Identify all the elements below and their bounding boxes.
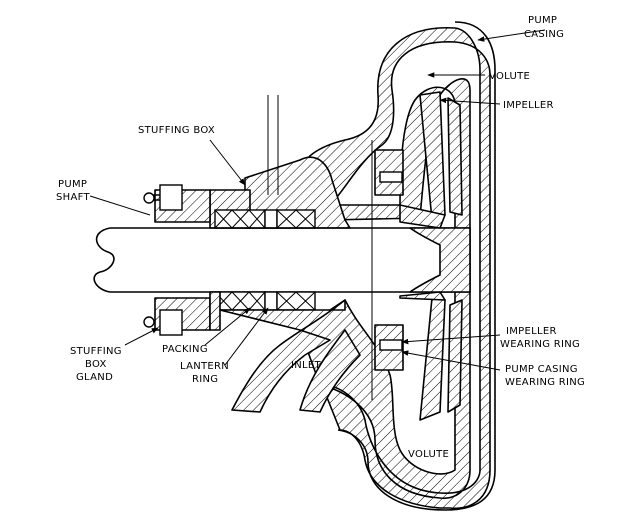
label-stuffing-box-gland-2: BOX bbox=[85, 359, 107, 370]
gland-bolts bbox=[143, 184, 183, 336]
leader-stuffing-box-gland bbox=[124, 327, 159, 346]
inlet-nozzle-lower bbox=[299, 329, 361, 413]
label-lantern-ring-1: LANTERN bbox=[180, 361, 229, 372]
label-packing: PACKING bbox=[162, 344, 208, 355]
label-stuffing-box: STUFFING BOX bbox=[138, 125, 215, 136]
label-stuffing-box-gland-3: GLAND bbox=[76, 372, 113, 383]
leader-pump-casing-wearing-ring bbox=[401, 350, 501, 371]
leader-impeller-wearing-ring bbox=[401, 334, 501, 345]
lower-packing bbox=[214, 291, 316, 311]
label-pump-casing-wearing-ring-1: PUMP CASING bbox=[505, 364, 578, 375]
label-inlet: INLET bbox=[291, 360, 322, 371]
label-lantern-ring-2: RING bbox=[192, 374, 218, 385]
label-volute-bottom: VOLUTE bbox=[408, 449, 449, 460]
leader-stuffing-box bbox=[209, 139, 246, 186]
leader-pump-shaft bbox=[89, 195, 151, 216]
pump-shaft bbox=[93, 227, 470, 293]
label-pump-shaft-1: PUMP bbox=[58, 179, 87, 190]
impeller bbox=[399, 91, 471, 421]
label-pump-casing-wearing-ring-2: WEARING RING bbox=[505, 377, 585, 388]
label-impeller-wearing-ring-2: WEARING RING bbox=[500, 339, 580, 350]
leader-pump-casing bbox=[477, 29, 546, 42]
label-stuffing-box-gland-1: STUFFING bbox=[70, 346, 122, 357]
leader-lantern-ring bbox=[224, 307, 269, 366]
label-pump-casing-1: PUMP bbox=[528, 15, 557, 26]
label-impeller: IMPELLER bbox=[503, 100, 554, 111]
label-pump-shaft-2: SHAFT bbox=[56, 192, 90, 203]
label-pump-casing-2: CASING bbox=[524, 29, 564, 40]
upper-packing bbox=[214, 209, 316, 229]
label-impeller-wearing-ring-1: IMPELLER bbox=[506, 326, 557, 337]
wearing-rings bbox=[374, 149, 404, 371]
casing-outer-outline bbox=[337, 21, 496, 511]
leader-packing bbox=[204, 307, 251, 346]
label-volute-top: VOLUTE bbox=[489, 71, 530, 82]
leader-impeller bbox=[439, 97, 501, 105]
